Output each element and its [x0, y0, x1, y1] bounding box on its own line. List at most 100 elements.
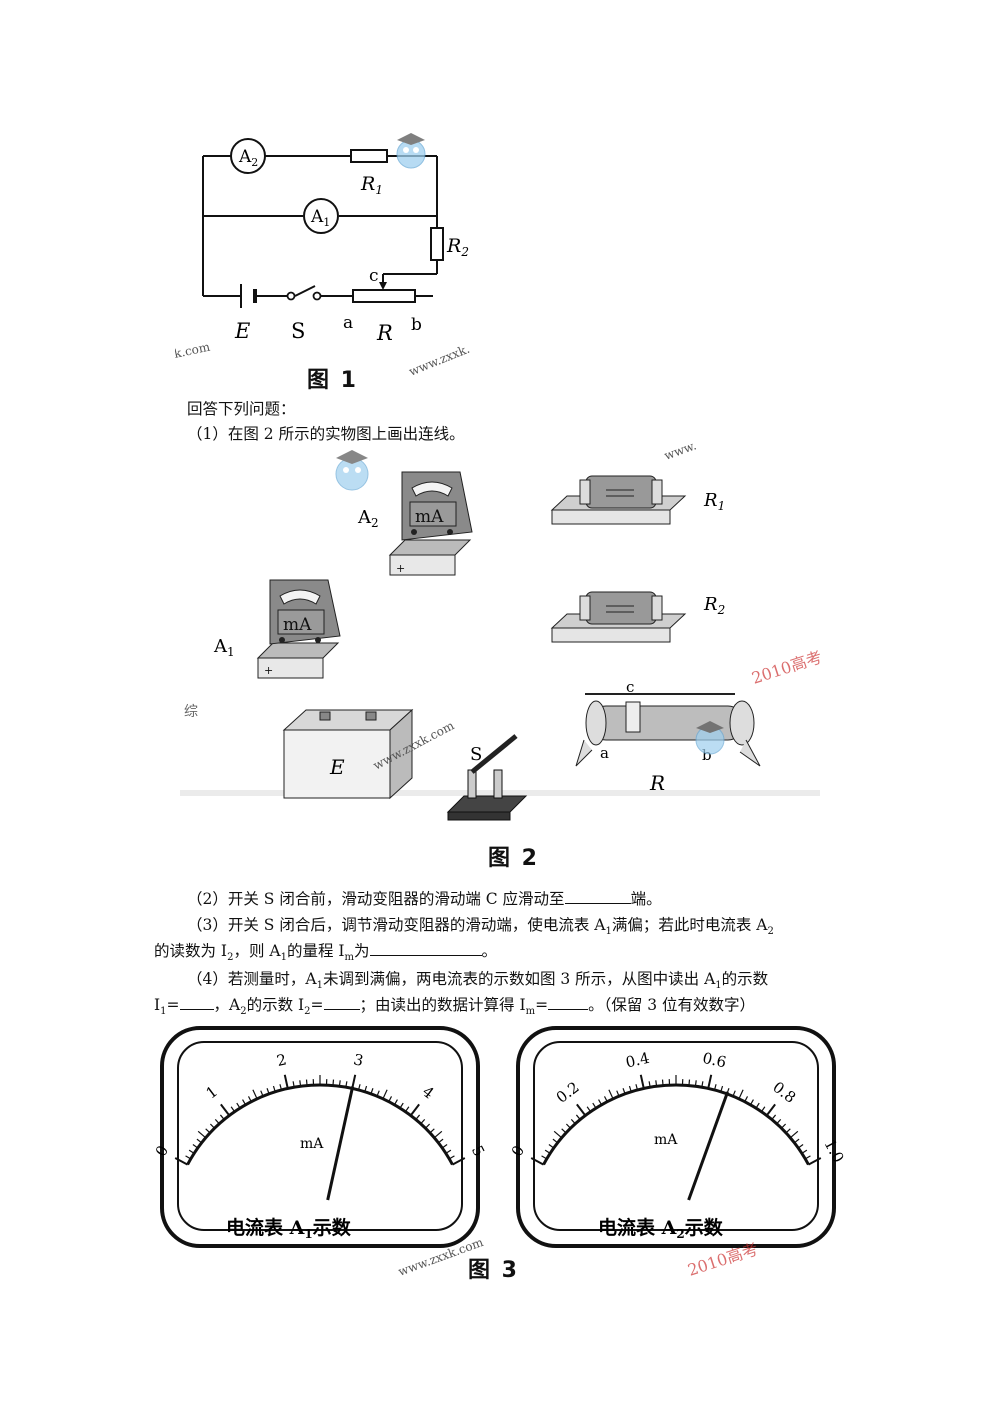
q2-text-end: 端。	[630, 890, 662, 908]
scale-tick	[209, 1123, 216, 1129]
scale-tick	[299, 1080, 302, 1087]
a1-device-label: A1	[213, 636, 235, 659]
scale-tick	[575, 1114, 581, 1120]
scale-tick	[801, 1149, 808, 1154]
question-4-line2: I1=，A2的示数 I2=；由读出的数据计算得 Im=。（保留 3 位有效数字）	[154, 992, 755, 1025]
scale-tick	[230, 1106, 236, 1113]
watermark-text: www.	[662, 440, 698, 463]
rheostat-a-label: a	[600, 744, 609, 762]
scale-tick	[205, 1128, 211, 1134]
question-3-line2: 的读数为 I2，则 A1的量程 Im为。	[154, 938, 497, 971]
mascot-watermark-icon	[695, 721, 725, 755]
figure3-caption: 图 3	[468, 1258, 519, 1283]
scale-tick	[188, 1149, 195, 1154]
scale-tick	[530, 1157, 545, 1166]
figure2-apparatus: mA + A2 R1 R2 mA + A1	[180, 440, 824, 821]
battery-device-label: E	[329, 755, 345, 779]
ammeter-a1-symbol: A1	[303, 198, 339, 234]
scale-tick	[192, 1144, 199, 1149]
watermark-text: 综	[184, 704, 198, 720]
scale-tick	[749, 1099, 754, 1106]
scale-tick	[364, 1085, 368, 1093]
svg-text:mA: mA	[283, 615, 312, 635]
scale-tick	[437, 1138, 444, 1144]
scale-tick	[420, 1118, 426, 1125]
resistor-r1-symbol	[350, 149, 388, 163]
i2-answer-blank[interactable]	[323, 993, 360, 1010]
scale-tick	[655, 1080, 658, 1087]
scale-tick	[793, 1138, 800, 1144]
i1-answer-blank[interactable]	[179, 993, 214, 1010]
switch-pivot	[286, 291, 296, 301]
scale-tick	[694, 1080, 697, 1087]
svg-text:mA: mA	[415, 507, 444, 527]
scale-tick	[445, 1149, 452, 1154]
scale-tick	[771, 1114, 777, 1120]
switch-s-device: S	[446, 734, 528, 821]
scale-tick	[552, 1138, 559, 1144]
rheostat-device: c a b R	[575, 678, 761, 795]
scale-tick	[639, 1074, 645, 1089]
scale-tick	[744, 1096, 749, 1102]
scale-tick	[688, 1079, 691, 1086]
scale-tick	[570, 1118, 576, 1125]
scale-tick	[219, 1114, 225, 1120]
watermark-text: k.com	[175, 340, 212, 361]
intro-text: 回答下列问题：	[187, 400, 296, 418]
scale-tick	[283, 1074, 289, 1089]
tick-label: 0.6	[701, 1049, 728, 1072]
tick-label: 0.4	[624, 1049, 651, 1072]
scale-tick	[292, 1081, 295, 1088]
tick-label: 2	[275, 1050, 288, 1070]
battery-e-device: E	[282, 708, 414, 800]
scale-tick	[780, 1123, 787, 1129]
question-3-line1: （3）开关 S 闭合后，调节滑动变阻器的滑动端，使电流表 A1满偏；若此时电流表…	[187, 916, 774, 938]
switch-device-label: S	[470, 744, 482, 765]
im-answer-blank[interactable]	[548, 993, 589, 1010]
scale-tick	[661, 1079, 664, 1086]
scale-tick	[648, 1081, 651, 1088]
end-b-label: b	[411, 315, 422, 335]
scale-tick	[755, 1102, 760, 1109]
q2-answer-blank[interactable]	[564, 887, 631, 904]
scale-tick	[424, 1123, 431, 1129]
scale-tick	[441, 1144, 448, 1149]
scale-tick	[765, 1103, 776, 1117]
ammeter-a2-device: mA +	[388, 471, 473, 576]
scale-tick	[345, 1081, 348, 1088]
battery-e-label: E	[234, 319, 250, 343]
scale-tick	[544, 1149, 551, 1154]
watermark-text: 2010高考	[749, 647, 824, 688]
question-4-line1: （4）若测量时，A1未调到满偏，两电流表的示数如图 3 所示，从图中读出 A1的…	[187, 970, 769, 992]
rheostat-device-label: R	[649, 771, 665, 795]
scale-tick	[635, 1084, 639, 1091]
ammeter-a2-label: A2	[238, 147, 258, 169]
scale-tick	[433, 1130, 443, 1139]
scale-tick	[260, 1090, 264, 1097]
figure1-caption: 图 1	[307, 368, 358, 393]
scale-tick	[541, 1155, 548, 1160]
slider-c-label: c	[369, 266, 379, 286]
scale-tick	[236, 1102, 241, 1109]
slider-arrow-icon	[379, 282, 387, 290]
scale-tick	[279, 1084, 283, 1091]
scale-tick	[628, 1085, 632, 1093]
svg-text:+: +	[396, 562, 405, 575]
scale-tick	[622, 1088, 626, 1095]
rheostat-b-label: b	[702, 746, 712, 764]
scale-tick	[272, 1085, 276, 1093]
scale-tick	[332, 1079, 335, 1086]
scale-tick	[376, 1090, 380, 1097]
q3-answer-blank[interactable]	[369, 939, 482, 956]
watermark-text: www.zxxk.	[407, 342, 472, 379]
scale-tick	[776, 1118, 782, 1125]
r1-label: R1	[360, 173, 383, 197]
scale-tick	[247, 1096, 252, 1102]
switch-s-label: S	[291, 319, 305, 343]
scale-tick	[807, 1157, 822, 1166]
scale-tick	[388, 1096, 393, 1102]
meter-a2-caption: 电流表 A2示数	[598, 1216, 724, 1241]
svg-text:+: +	[264, 664, 273, 677]
